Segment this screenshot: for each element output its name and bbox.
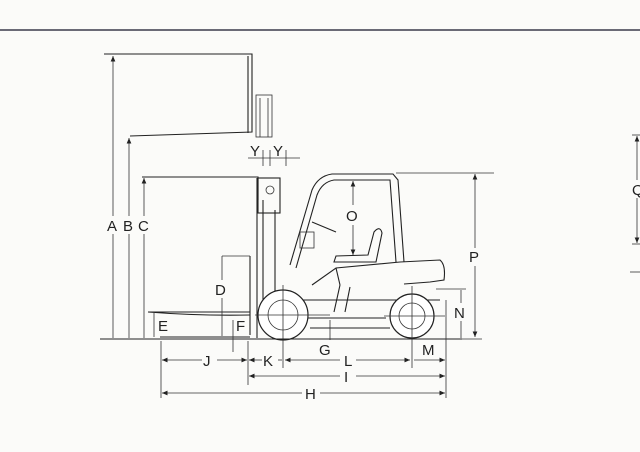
label-y-forward: Y (250, 143, 260, 160)
label-q: Q (632, 182, 640, 199)
label-f: F (236, 318, 245, 335)
label-n: N (454, 305, 465, 322)
label-i: I (344, 369, 348, 386)
label-c: C (138, 218, 149, 235)
label-k: K (263, 353, 273, 370)
label-j: J (203, 353, 211, 370)
label-a: A (107, 218, 117, 235)
label-d: D (215, 282, 226, 299)
label-m: M (422, 342, 435, 359)
label-y-backward: Y (273, 143, 283, 160)
rear-wheel (384, 286, 445, 368)
label-l: L (344, 353, 352, 370)
label-p: P (469, 249, 479, 266)
label-g: G (319, 342, 331, 359)
label-e: E (158, 318, 168, 335)
label-b: B (123, 218, 133, 235)
forks (147, 311, 251, 338)
label-h: H (305, 386, 316, 403)
front-wheel (255, 285, 330, 368)
raised-load (104, 53, 273, 138)
mast (249, 178, 276, 338)
dim-row-jklm (160, 300, 447, 398)
label-o: O (346, 208, 358, 225)
tilt-dimension-y (248, 150, 300, 166)
lower-load (142, 176, 281, 214)
